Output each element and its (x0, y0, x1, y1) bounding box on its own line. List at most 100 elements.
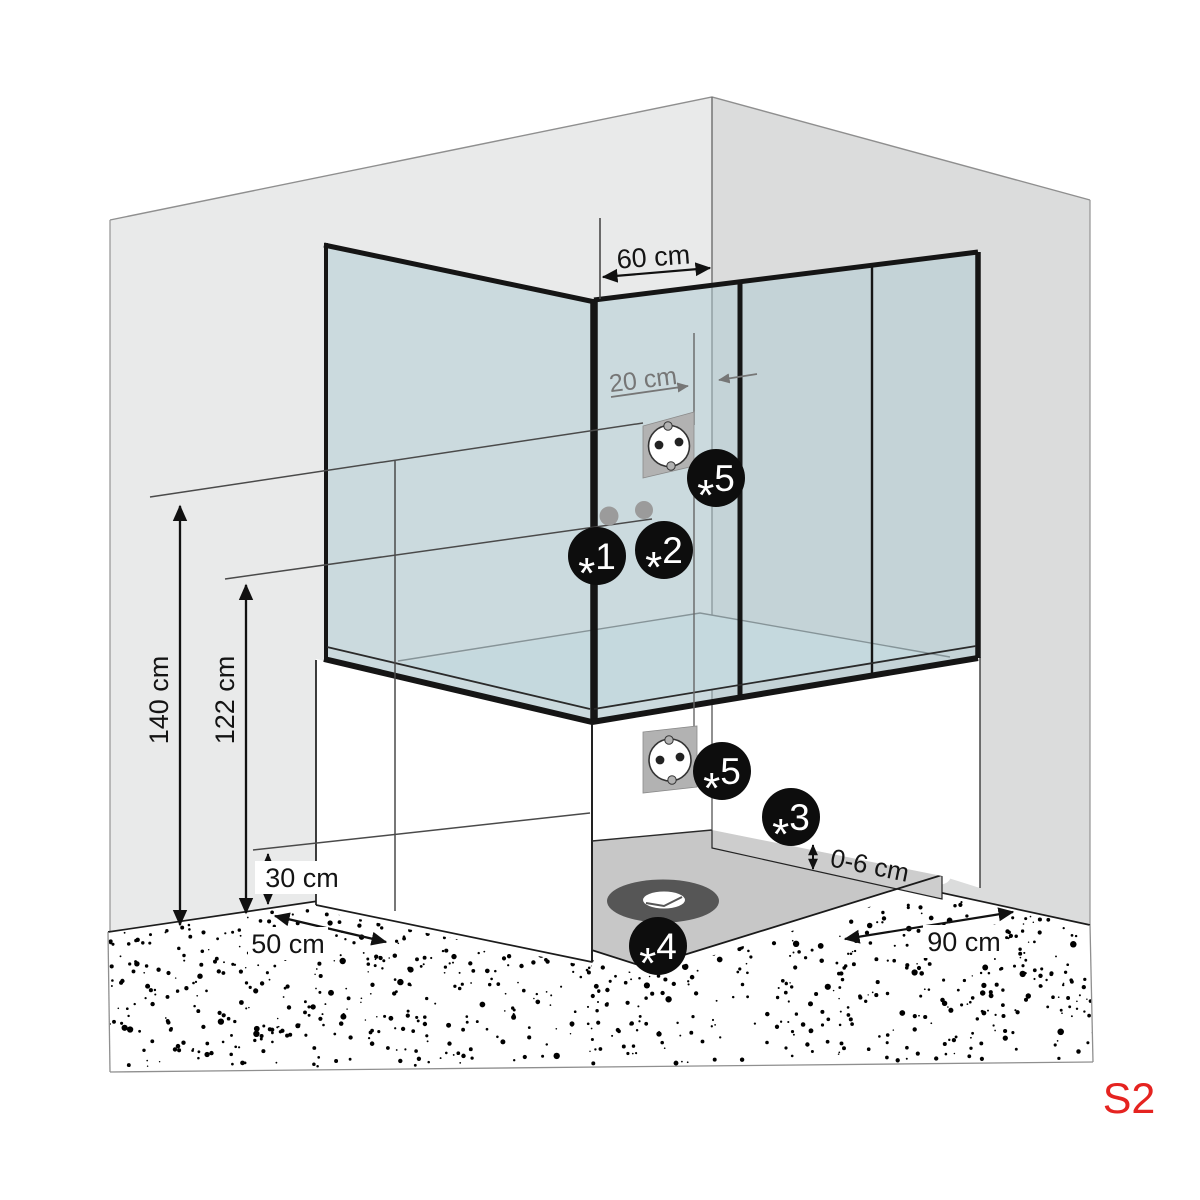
floor-speckle (930, 1022, 933, 1025)
floor-speckle (253, 1038, 257, 1043)
floor-speckle (154, 993, 157, 996)
floor-speckle (850, 1022, 854, 1026)
floor-speckle (994, 1029, 996, 1032)
floor-speckle (987, 971, 991, 975)
floor-speckle (217, 1018, 225, 1025)
floor-speckle (1066, 963, 1070, 967)
floor-speckle (233, 963, 237, 966)
floor-speckle (716, 956, 723, 963)
floor-speckle (1019, 970, 1026, 978)
floor-speckle (273, 964, 277, 968)
floor-speckle (774, 1024, 780, 1029)
floor-speckle (165, 994, 170, 999)
socket-upper (642, 411, 695, 479)
floor-speckle (221, 971, 226, 975)
ext-line-140 (149, 422, 644, 498)
floor-speckle (746, 995, 750, 999)
floor-speckle (714, 1024, 716, 1026)
floor-speckle (1005, 936, 1009, 940)
floor-speckle (127, 1014, 130, 1018)
floor-speckle (958, 902, 963, 908)
floor-speckle (871, 991, 874, 994)
floor-speckle (522, 1054, 527, 1060)
floor-speckle (303, 1000, 307, 1004)
floor-speckle (224, 932, 227, 935)
floor-speckle (797, 950, 801, 954)
floor-speckle (1069, 979, 1074, 984)
socket-notch (666, 461, 676, 471)
floor-speckle (304, 1033, 308, 1037)
floor-speckle (696, 969, 699, 972)
floor-speckle (133, 1002, 136, 1006)
floor-speckle (589, 1050, 591, 1053)
floor-speckle (656, 1031, 662, 1037)
floor-speckle (916, 928, 921, 933)
floor-speckle (181, 1040, 186, 1045)
floor-speckle (805, 1042, 810, 1047)
floor-speckle (223, 961, 225, 964)
floor-speckle (1001, 1013, 1006, 1019)
marker-label: *1 (578, 536, 616, 598)
floor-speckle (886, 959, 889, 962)
floor-speckle (1029, 915, 1032, 918)
floor-speckle (1061, 1012, 1063, 1015)
floor-speckle (573, 1010, 577, 1014)
floor-speckle (1063, 970, 1068, 974)
floor-speckle (141, 941, 145, 945)
floor-speckle (333, 1032, 337, 1036)
floor-speckle (868, 941, 873, 945)
floor-speckle (600, 965, 605, 970)
floor-speckle (328, 989, 334, 996)
floor-speckle (324, 1003, 327, 1006)
floor-speckle (180, 925, 185, 930)
floor-speckle (881, 921, 884, 924)
floor-speckle (993, 958, 996, 960)
floor-speckle (262, 1024, 266, 1028)
floor-speckle (826, 1017, 831, 1022)
floor-speckle (621, 1044, 626, 1049)
floor-speckle (591, 1061, 596, 1066)
floor-speckle (229, 1052, 233, 1057)
floor-speckle (671, 981, 676, 987)
floor-speckle (402, 935, 406, 938)
floor-speckle (415, 1015, 419, 1019)
floor-speckle (487, 982, 492, 987)
floor-speckle (1032, 921, 1035, 924)
floor-speckle (484, 968, 490, 974)
floor-speckle (1014, 1009, 1017, 1012)
floor-speckle (197, 1050, 201, 1054)
floor-speckle (673, 1060, 679, 1066)
floor-speckle (905, 1057, 908, 1060)
floor-speckle (839, 1041, 844, 1046)
floor-speckle (257, 964, 260, 967)
apron-left-face (316, 659, 592, 962)
floor-speckle (590, 1037, 594, 1042)
floor-speckle (853, 949, 857, 953)
floor-speckle (456, 1051, 461, 1056)
floor-speckle (737, 947, 742, 952)
floor-speckle (876, 921, 879, 924)
floor-speckle (553, 1052, 560, 1060)
floor-speckle (1059, 1008, 1063, 1012)
floor-speckle (875, 980, 880, 985)
floor-speckle (753, 1022, 757, 1025)
floor-speckle (715, 999, 718, 1002)
floor-speckle (711, 1018, 715, 1022)
floor-speckle (392, 953, 398, 958)
floor-speckle (971, 1031, 974, 1035)
floor-speckle (144, 997, 147, 1000)
floor-speckle (749, 955, 753, 959)
floor-speckle (919, 971, 924, 976)
floor-speckle (333, 959, 336, 962)
floor-speckle (1033, 940, 1036, 944)
floor-speckle (196, 1009, 201, 1014)
floor-speckle (791, 939, 794, 942)
floor-speckle (513, 1059, 516, 1062)
floor-speckle (405, 1013, 410, 1018)
floor-speckle (175, 1043, 181, 1049)
floor-speckle (394, 1027, 397, 1030)
dimension-60cm: 60 cm (601, 239, 712, 283)
floor-speckle (1021, 964, 1025, 968)
floor-speckle (555, 1028, 558, 1030)
